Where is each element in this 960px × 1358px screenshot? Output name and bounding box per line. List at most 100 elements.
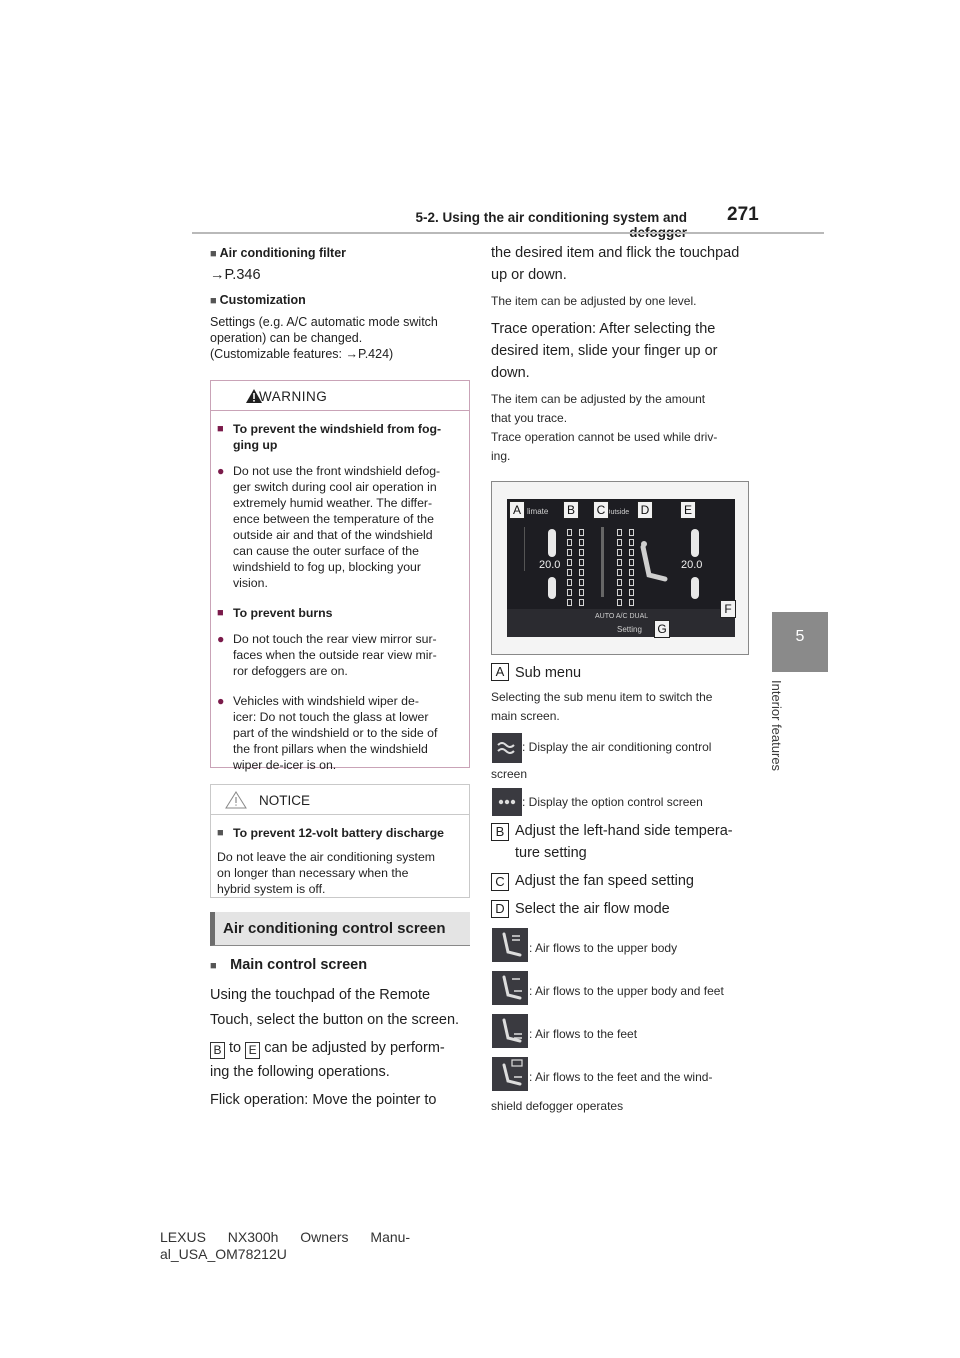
screen-grid-cell bbox=[567, 559, 572, 566]
ref-d-row: D bbox=[491, 900, 509, 918]
ac-screen: limate Outside 20.0 20.0 AUTO A/C DUAL S… bbox=[507, 499, 735, 637]
filter-heading: ■Air conditioning filter bbox=[210, 246, 347, 260]
square-bullet-icon: ■ bbox=[210, 960, 217, 972]
warning-item-1: ● Do not use the front windshield defog-… bbox=[217, 464, 441, 590]
air-upper-body-text: : Air flows to the upper body bbox=[529, 941, 678, 955]
screen-grid-cell bbox=[567, 539, 572, 546]
option-screen-text: : Display the option control screen bbox=[522, 795, 703, 809]
screen-grid-cell bbox=[579, 579, 584, 586]
right-note-1: The item can be adjusted by one level. bbox=[491, 294, 697, 308]
screen-grid-cell bbox=[567, 529, 572, 536]
warning-box: WARNING ■To prevent the windshield from … bbox=[210, 380, 470, 772]
screen-grid-cell bbox=[617, 539, 622, 546]
chapter-label: Interior features bbox=[769, 680, 784, 772]
square-bullet-icon: ■ bbox=[210, 248, 217, 260]
warning-icon bbox=[246, 389, 262, 403]
header-divider bbox=[192, 232, 824, 234]
screen-grid-cell bbox=[617, 599, 622, 606]
screen-grid-cell bbox=[579, 559, 584, 566]
callout-b: B bbox=[563, 501, 579, 519]
ref-box-c: C bbox=[491, 873, 509, 891]
callout-g: G bbox=[654, 620, 670, 638]
warning-item-3: ● Vehicles with windshield wiper de-icer… bbox=[217, 694, 438, 772]
screen-grid-cell bbox=[617, 559, 622, 566]
air-feet-icon bbox=[492, 1014, 528, 1048]
custom-text: Settings (e.g. A/C automatic mode switch… bbox=[210, 315, 438, 361]
section-bar: Air conditioning control screen bbox=[210, 912, 470, 946]
right-paragraph-1: the desired item and flick the touchpad … bbox=[491, 245, 740, 283]
screen-grid-cell bbox=[629, 579, 634, 586]
ref-b-row: B bbox=[491, 823, 509, 841]
screen-grid-cell bbox=[629, 569, 634, 576]
right-paragraph-2: Trace operation: After selecting the des… bbox=[491, 321, 718, 381]
callout-d: D bbox=[637, 501, 653, 519]
screen-grid-cell bbox=[579, 569, 584, 576]
air-feet-defogger-text-2: shield defogger operates bbox=[491, 1099, 624, 1113]
ref-a-desc: Selecting the sub menu item to switch th… bbox=[491, 690, 713, 723]
callout-a: A bbox=[509, 501, 525, 519]
section-title: 5-2. Using the air conditioning system a… bbox=[415, 210, 687, 240]
ref-b-text: Adjust the left-hand side tempera- ture … bbox=[515, 823, 733, 861]
screen-grid-cell bbox=[567, 599, 572, 606]
chapter-number: 5 bbox=[795, 628, 805, 645]
square-bullet-icon: ■ bbox=[210, 295, 217, 307]
ac-control-screen-text-2: screen bbox=[491, 767, 528, 781]
option-screen-icon bbox=[492, 788, 522, 816]
screen-grid-cell bbox=[629, 599, 634, 606]
screen-grid-cell bbox=[629, 539, 634, 546]
ref-c-row: C bbox=[491, 873, 509, 891]
screen-grid-cell bbox=[629, 529, 634, 536]
screen-grid-cell bbox=[617, 549, 622, 556]
seat-icon bbox=[640, 541, 668, 582]
screen-grid-cell bbox=[579, 599, 584, 606]
screen-grid-cell bbox=[629, 589, 634, 596]
ref-box-a: A bbox=[491, 663, 509, 681]
label-box-b: B bbox=[210, 1042, 225, 1059]
ref-d-text: Select the air flow mode bbox=[515, 901, 670, 917]
callout-e: E bbox=[680, 501, 696, 519]
screen-grid-cell bbox=[579, 539, 584, 546]
filter-ref: →P.346 bbox=[210, 267, 261, 283]
main-paragraph-2: B to E can be adjusted by perform- ing t… bbox=[210, 1040, 445, 1080]
ref-a-row: A bbox=[491, 663, 509, 681]
chapter-tab bbox=[772, 612, 828, 672]
page-number: 271 bbox=[727, 204, 759, 225]
screen-grid-cell bbox=[567, 569, 572, 576]
screen-grid-cell bbox=[629, 549, 634, 556]
caution-icon bbox=[225, 791, 247, 809]
warning-heading-1: ■To prevent the windshield from fog-ging… bbox=[217, 422, 442, 452]
screen-grid-cell bbox=[617, 589, 622, 596]
notice-text: Do not leave the air conditioning system… bbox=[217, 850, 436, 896]
right-note-2: The item can be adjusted by the amount t… bbox=[491, 392, 718, 463]
screen-grid-cell bbox=[567, 589, 572, 596]
screen-grid-cell bbox=[617, 529, 622, 536]
screen-grid-cell bbox=[617, 569, 622, 576]
ref-box-d: D bbox=[491, 900, 509, 918]
notice-heading: ■To prevent 12-volt battery discharge bbox=[217, 826, 444, 840]
footer: LEXUS NX300h Owners Manu- al_USA_OM78212… bbox=[160, 1229, 411, 1262]
ref-c-text: Adjust the fan speed setting bbox=[515, 873, 694, 889]
ref-box-b: B bbox=[491, 823, 509, 841]
screen-grid-cell bbox=[617, 579, 622, 586]
ac-control-screen-text: : Display the air conditioning control bbox=[522, 740, 712, 754]
screen-grid-cell bbox=[579, 529, 584, 536]
air-feet-defogger-icon bbox=[492, 1057, 528, 1091]
screen-grid-cell bbox=[579, 589, 584, 596]
callout-f: F bbox=[720, 600, 736, 618]
label-box-e: E bbox=[245, 1042, 261, 1059]
main-heading: ■ Main control screen bbox=[210, 957, 368, 973]
screen-grid-cell bbox=[567, 579, 572, 586]
main-paragraph-1: Using the touchpad of the Remote Touch, … bbox=[210, 987, 460, 1028]
warning-heading-2: ■To prevent burns bbox=[217, 606, 333, 620]
ref-a-text: Sub menu bbox=[515, 665, 582, 681]
screen-grid-cell bbox=[567, 549, 572, 556]
warning-item-2: ● Do not touch the rear view mirror sur-… bbox=[217, 632, 437, 678]
custom-heading: ■Customization bbox=[210, 293, 306, 307]
main-paragraph-3: Flick operation: Move the pointer to bbox=[210, 1092, 437, 1108]
warning-title: WARNING bbox=[259, 389, 328, 404]
air-upper-body-feet-text: : Air flows to the upper body and feet bbox=[529, 984, 724, 998]
air-feet-defogger-text: : Air flows to the feet and the wind- bbox=[529, 1070, 713, 1084]
screen-grid-cell bbox=[579, 549, 584, 556]
air-upper-body-feet-icon bbox=[492, 971, 528, 1005]
notice-title: NOTICE bbox=[259, 793, 311, 808]
